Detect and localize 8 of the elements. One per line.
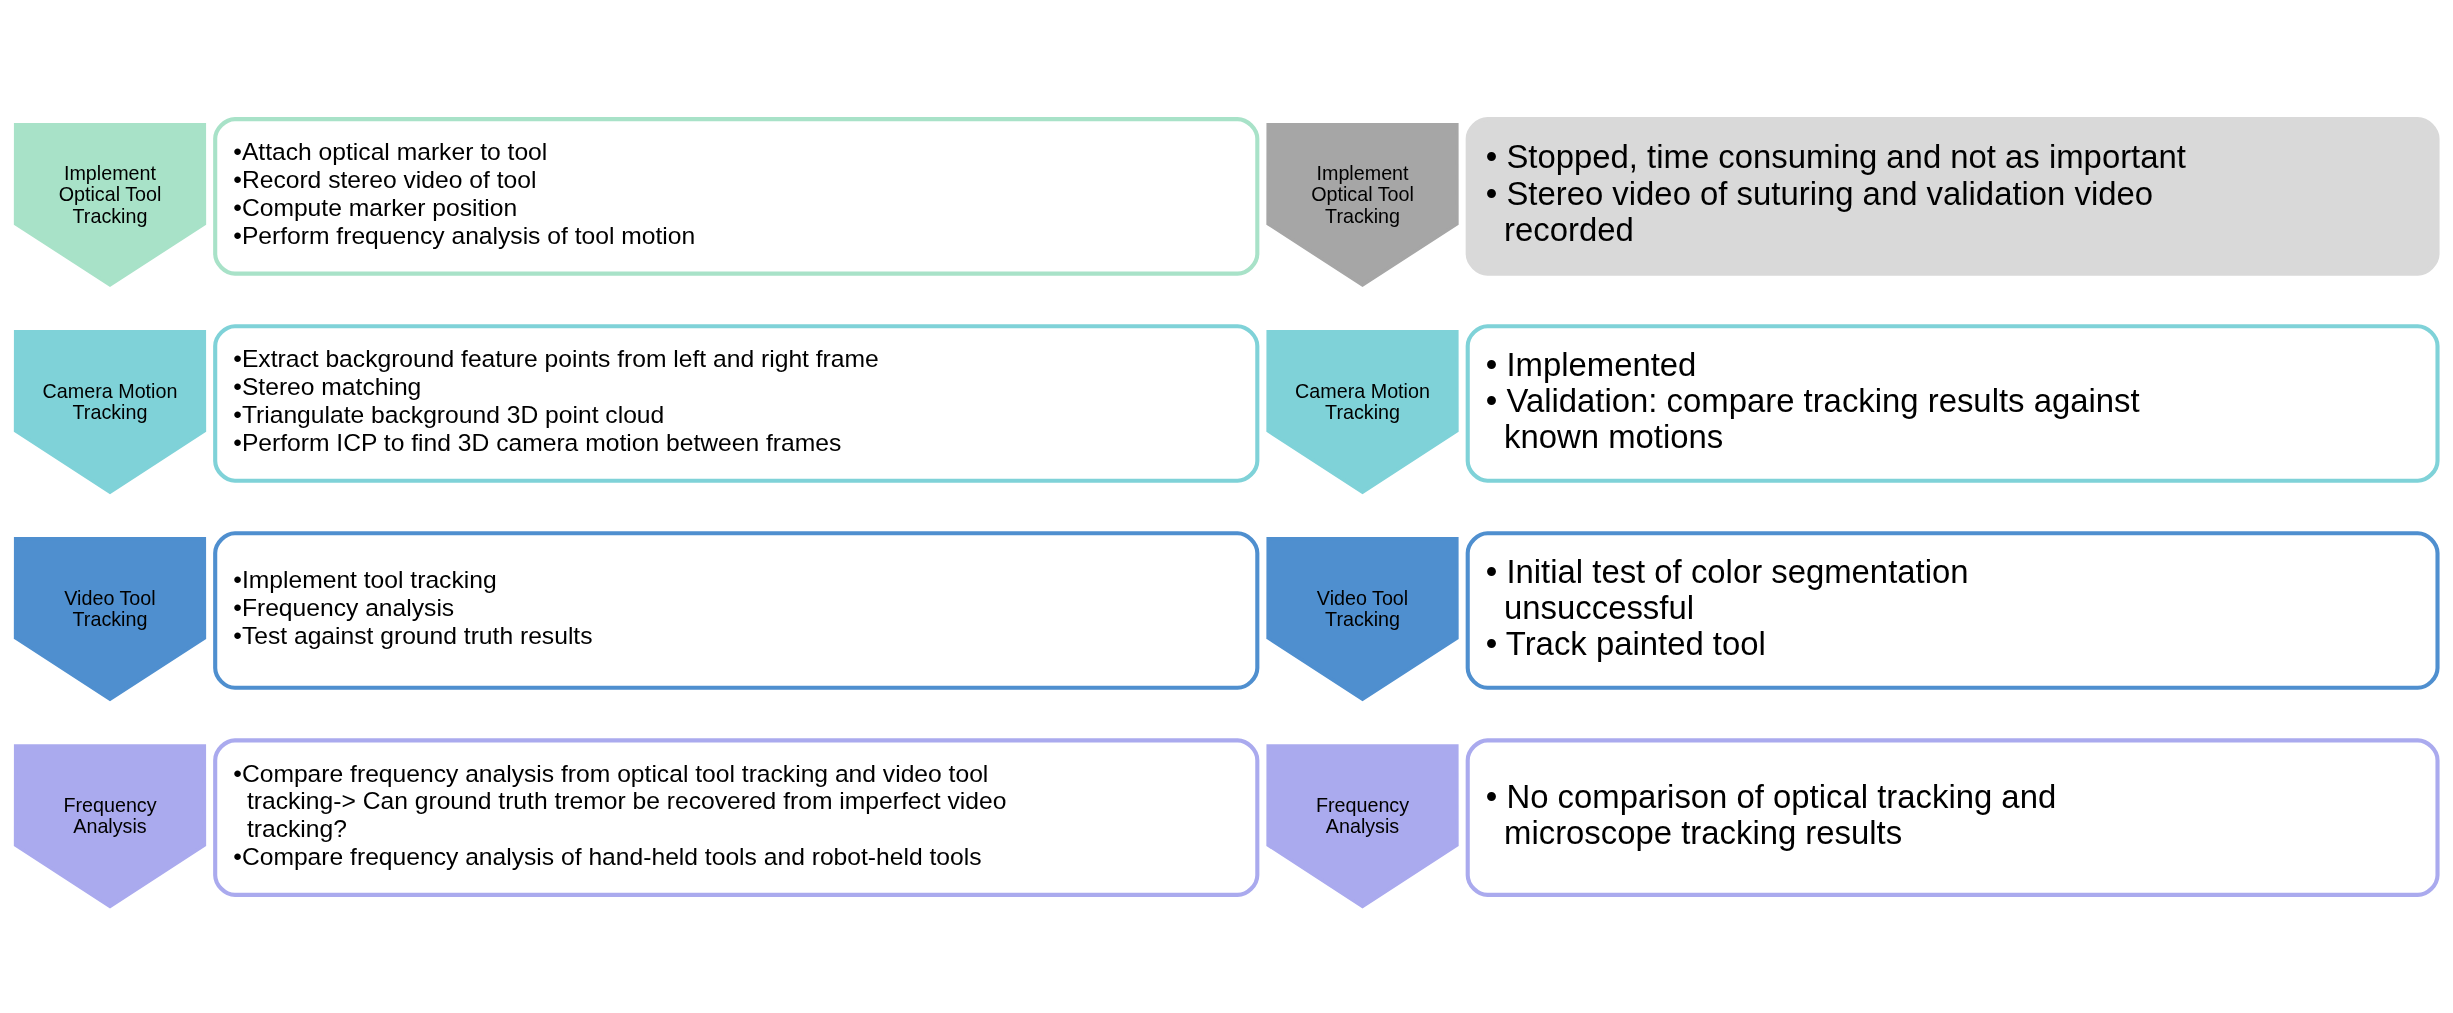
- node-box: • Stopped, time consuming and not as important • Stereo video of suturing and validation video recorded: [1465, 116, 2440, 276]
- node-box: • No comparison of optical tracking and microscope tracking results: [1465, 737, 2440, 897]
- node-box: •Attach optical marker to tool •Record stereo video of tool •Compute marker position •Perform frequency analysis of tool motion: [213, 116, 1260, 276]
- node-box: • Implemented • Validation: compare tracking results against known motions: [1465, 323, 2440, 483]
- node-box: • Initial test of color segmentation unsuccessful • Track painted tool: [1465, 530, 2440, 690]
- node-box: •Extract background feature points from left and right frame •Stereo matching •Triangulate background 3D point cloud •Perform ICP to find 3D camera motion between frames: [213, 323, 1260, 483]
- node-box: •Compare frequency analysis from optical tool tracking and video tool tracking-> Can ground truth tremor be recovered from imperfect video tracking? •Compare frequency analysis of hand-held tools and robot-held tools: [213, 737, 1260, 897]
- node-box: •Implement tool tracking •Frequency analysis •Test against ground truth results: [213, 530, 1260, 690]
